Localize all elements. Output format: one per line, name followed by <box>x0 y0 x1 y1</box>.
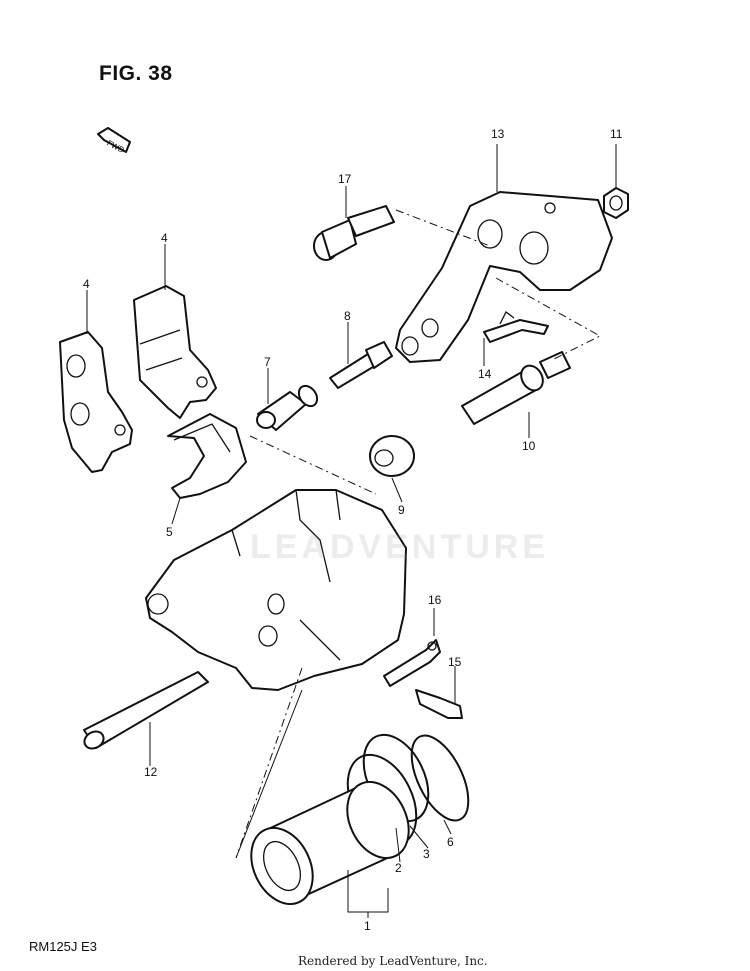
callout-15: 15 <box>448 655 462 669</box>
callout-6: 6 <box>447 835 454 849</box>
callout-9: 9 <box>398 503 405 517</box>
bracket-nut[interactable] <box>603 187 629 219</box>
pad-retainer[interactable] <box>483 311 549 343</box>
model-code: RM125J E3 <box>29 939 97 954</box>
pad-spring[interactable] <box>167 413 247 499</box>
render-credit: Rendered by LeadVenture, Inc. <box>298 954 488 968</box>
caliper-body[interactable] <box>145 489 407 691</box>
brake-pad-outer[interactable] <box>59 331 133 473</box>
callout-7: 7 <box>264 355 271 369</box>
callout-4-outer: 4 <box>83 277 90 291</box>
bracket-pin[interactable] <box>461 351 571 425</box>
callout-14: 14 <box>478 367 492 381</box>
dust-boot[interactable] <box>369 435 415 477</box>
callout-12: 12 <box>144 765 158 779</box>
figure-title: FIG. 38 <box>99 62 173 85</box>
leader-lines <box>86 144 617 918</box>
callout-labels: 13 11 17 4 4 7 8 14 10 9 5 16 15 12 6 3 … <box>83 127 623 933</box>
caliper-piston[interactable] <box>239 772 420 914</box>
callout-5: 5 <box>166 525 173 539</box>
pin-bolt-small[interactable] <box>256 382 321 431</box>
callout-3: 3 <box>423 847 430 861</box>
assembly-lines <box>235 209 602 859</box>
callout-2: 2 <box>395 861 402 875</box>
piston-seal-retainer[interactable] <box>400 727 480 829</box>
fwd-arrow-icon: FWD <box>97 127 131 155</box>
callout-13: 13 <box>491 127 505 141</box>
callout-17: 17 <box>338 172 352 186</box>
callout-8: 8 <box>344 309 351 323</box>
brake-pad-inner[interactable] <box>133 285 217 419</box>
callout-11: 11 <box>610 127 623 141</box>
watermark: LEADVENTURE <box>250 528 550 566</box>
caliper-pin-long[interactable] <box>81 671 209 752</box>
callout-10: 10 <box>522 439 536 453</box>
mounting-bolt[interactable] <box>313 205 395 261</box>
caliper-bracket[interactable] <box>395 191 613 363</box>
slide-pin[interactable] <box>329 341 393 389</box>
bleeder-valve[interactable] <box>415 689 463 719</box>
callout-4-inner: 4 <box>161 231 168 245</box>
callout-16: 16 <box>428 593 442 607</box>
callout-1: 1 <box>364 919 371 933</box>
bleeder-cap[interactable] <box>383 639 441 687</box>
